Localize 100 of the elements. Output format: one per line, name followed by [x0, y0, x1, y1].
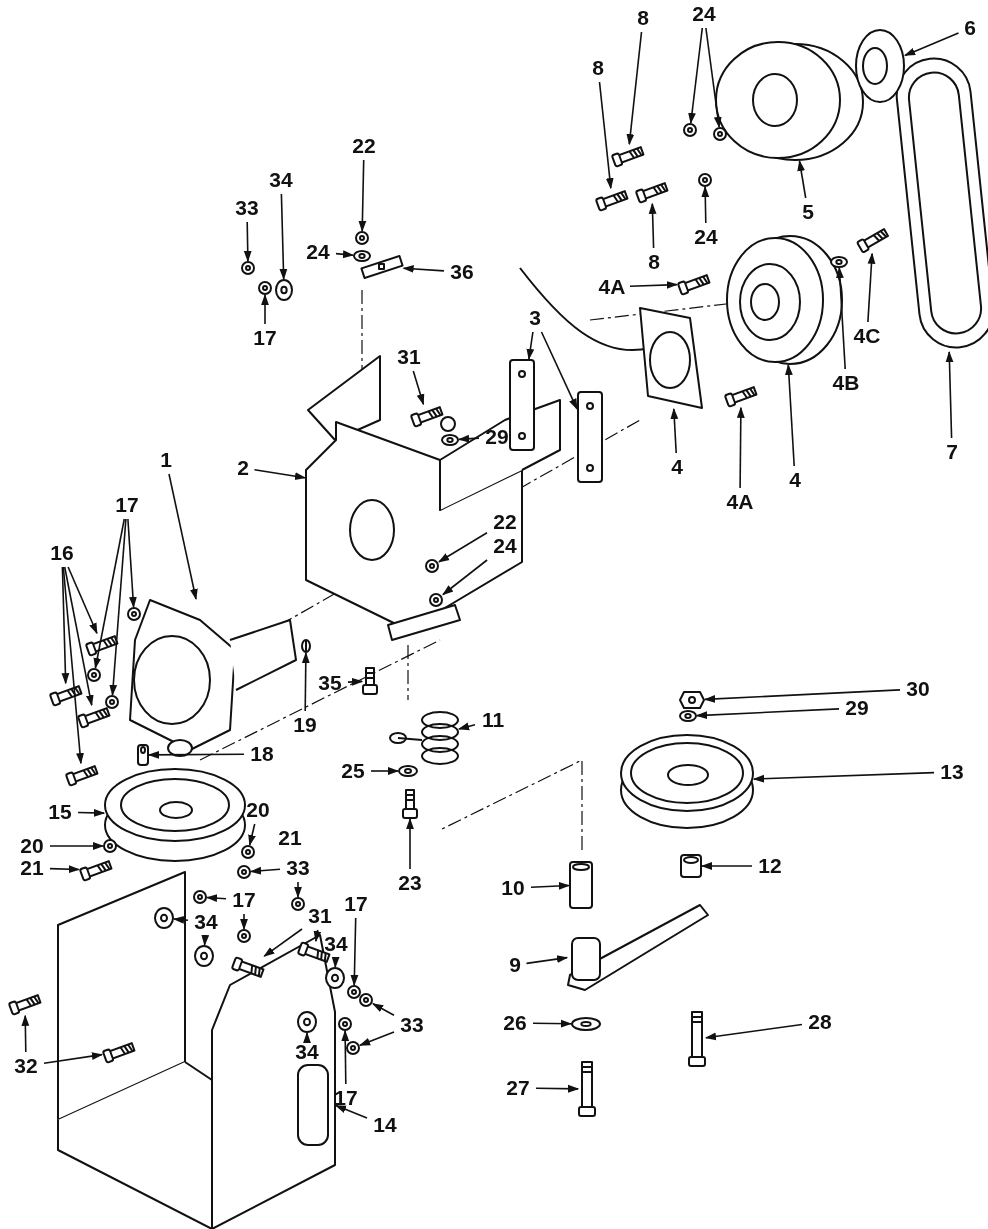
callout-number: 35 — [314, 671, 346, 695]
leader-line — [835, 266, 846, 370]
washer — [830, 256, 848, 268]
leader-line — [695, 708, 840, 720]
bolt — [688, 1011, 706, 1067]
callout-number: 18 — [246, 742, 278, 766]
leader-line — [331, 956, 340, 969]
callout-number: 33 — [396, 1013, 428, 1037]
leader-line — [347, 678, 364, 686]
leader-line — [535, 1084, 580, 1093]
washer — [398, 765, 418, 777]
leader-line — [457, 434, 480, 443]
leader-line — [797, 159, 807, 199]
bolt — [723, 386, 758, 408]
callout-number: 4 — [785, 468, 805, 492]
bolt — [676, 274, 711, 296]
idler-arm — [567, 904, 709, 991]
bolt — [101, 1042, 136, 1064]
leader-line — [341, 1029, 350, 1085]
callout-number: 34 — [320, 932, 352, 956]
callout-number: 11 — [477, 708, 509, 732]
leader-line — [736, 406, 745, 489]
leader-line — [358, 1031, 395, 1047]
callout-number: 13 — [936, 760, 968, 784]
leader-line — [700, 862, 753, 870]
callout-number: 4 — [667, 455, 687, 479]
callout-number: 12 — [754, 854, 786, 878]
key — [137, 744, 149, 766]
callout-number: 29 — [841, 696, 873, 720]
callout-number: 33 — [231, 196, 263, 220]
bolt — [48, 685, 83, 707]
flange — [855, 29, 905, 103]
washer — [441, 434, 459, 446]
leader-line — [61, 566, 70, 685]
leader-line — [109, 518, 127, 697]
callout-number: 17 — [111, 493, 143, 517]
washer — [275, 279, 293, 301]
hex-nut — [359, 993, 373, 1007]
hex-nut — [87, 668, 101, 682]
leader-line — [313, 929, 322, 943]
leader-line — [867, 252, 876, 323]
hex-nut — [347, 985, 361, 999]
callout-number: 24 — [688, 2, 720, 26]
coil-spring — [389, 711, 459, 765]
callout-number: 27 — [502, 1076, 534, 1100]
leader-line — [168, 473, 198, 601]
callout-number: 4A — [596, 275, 628, 299]
callout-number: 17 — [249, 326, 281, 350]
callout-number: 4C — [851, 324, 883, 348]
callout-number: 24 — [690, 225, 722, 249]
pin — [301, 639, 311, 653]
leader-line — [147, 750, 245, 759]
hex-nut — [103, 839, 117, 853]
bolt — [634, 182, 669, 204]
v-belt-pulley — [620, 734, 754, 829]
spacer-tube — [569, 861, 593, 909]
callout-number: 28 — [804, 1010, 836, 1034]
leader-line — [370, 767, 400, 775]
bolt — [578, 1061, 596, 1117]
callout-number: 8 — [644, 250, 664, 274]
hex-nut — [258, 281, 272, 295]
callout-number: 15 — [44, 800, 76, 824]
callout-number: 24 — [302, 240, 334, 264]
callout-number: 23 — [394, 871, 426, 895]
bolt — [84, 635, 119, 657]
callout-number: 8 — [633, 6, 653, 30]
callout-number: 31 — [393, 345, 425, 369]
callout-number: 24 — [489, 534, 521, 558]
callout-number: 36 — [446, 260, 478, 284]
leader-line — [598, 81, 614, 190]
mounting-plate — [360, 255, 404, 279]
leader-line — [540, 331, 578, 410]
leader-line — [406, 817, 414, 870]
leader-line — [240, 913, 248, 931]
leader-line — [49, 865, 80, 874]
callout-number: 21 — [277, 826, 303, 850]
leader-line — [945, 351, 954, 439]
washer — [325, 967, 345, 989]
leader-line — [62, 566, 84, 765]
bolt — [7, 994, 42, 1016]
spacer-block — [509, 359, 535, 451]
hex-nut — [683, 123, 697, 137]
bolt — [610, 146, 645, 168]
hex-nut — [105, 695, 119, 709]
callout-number: 6 — [960, 16, 980, 40]
hex-nut — [241, 845, 255, 859]
leader-line — [784, 363, 795, 467]
leader-line — [172, 916, 189, 924]
leader-line — [201, 934, 210, 947]
leader-line — [703, 689, 901, 703]
leader-line — [358, 159, 367, 233]
callout-number: 34 — [190, 910, 222, 934]
leader-line — [412, 370, 425, 406]
leader-line — [93, 518, 126, 670]
callout-number: 30 — [902, 677, 934, 701]
callout-number: 3 — [525, 306, 545, 330]
callout-number: 32 — [10, 1054, 42, 1078]
leader-line — [303, 1031, 311, 1044]
callout-number: 7 — [942, 440, 962, 464]
callout-number: 17 — [228, 888, 260, 912]
